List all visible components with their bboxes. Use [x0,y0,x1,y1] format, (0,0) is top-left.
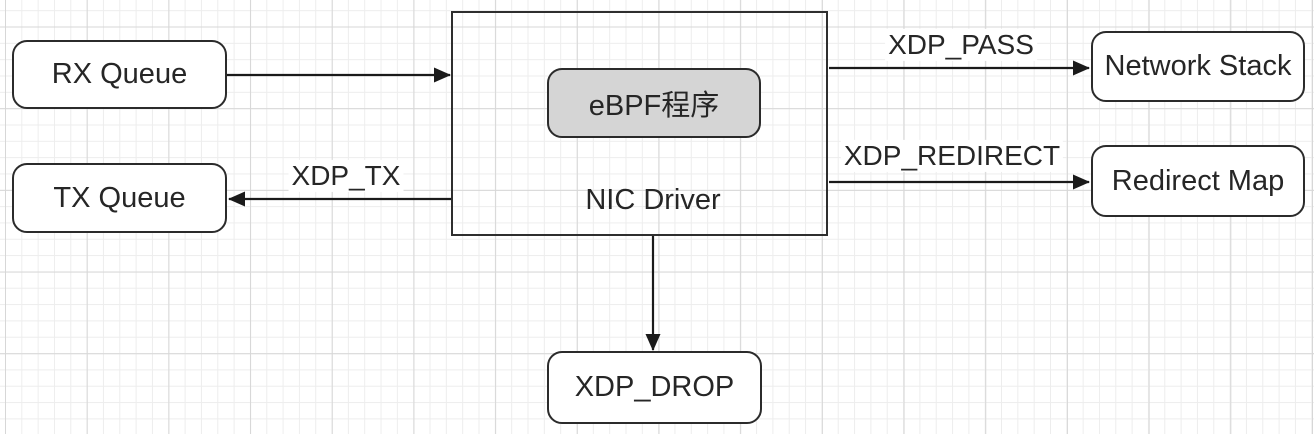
node-xdp-drop-label: XDP_DROP [574,371,735,403]
edge-label-xdp-pass[interactable]: XDP_PASS [885,28,1037,62]
node-nic-driver[interactable] [451,11,828,236]
node-redirect-map[interactable]: Redirect Map [1091,145,1305,217]
node-tx-queue-label: TX Queue [53,181,186,214]
node-redirect-map-label: Redirect Map [1111,164,1285,197]
node-rx-queue-label: RX Queue [51,58,188,90]
edge-label-xdp-redirect[interactable]: XDP_REDIRECT [840,139,1064,173]
node-xdp-drop[interactable]: XDP_DROP [547,351,762,424]
edge-label-xdp-tx[interactable]: XDP_TX [288,159,404,193]
node-nic-driver-label: NIC Driver [585,184,721,216]
node-network-stack-label: Network Stack [1104,50,1292,82]
node-ebpf-program[interactable]: eBPF程序 [547,68,761,138]
node-tx-queue[interactable]: TX Queue [12,163,227,233]
node-network-stack[interactable]: Network Stack [1091,31,1305,102]
node-ebpf-program-label: eBPF程序 [588,90,720,122]
node-rx-queue[interactable]: RX Queue [12,40,227,109]
